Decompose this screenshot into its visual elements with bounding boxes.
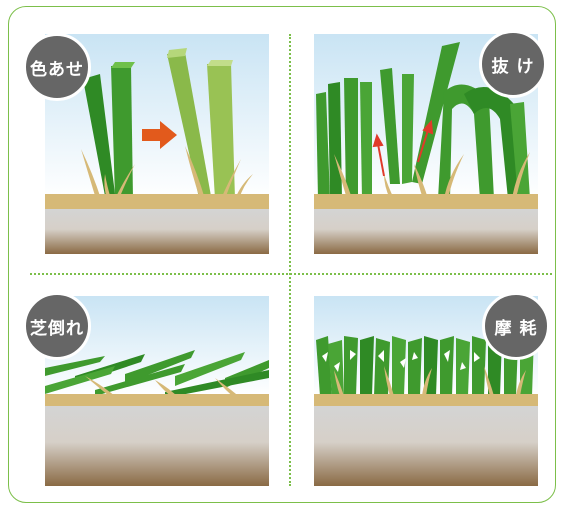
soil-layer [45, 209, 269, 254]
thatch [85, 376, 241, 398]
grass-blades [316, 42, 530, 199]
label-wear-badge: 摩 耗 [482, 292, 550, 360]
arrow-up-icon [372, 133, 385, 177]
thatch-base [45, 194, 269, 209]
label-matting-badge: 芝倒れ [23, 292, 91, 360]
soil-layer [45, 406, 269, 486]
faded-grass-blades [167, 48, 235, 199]
thatch-left [81, 149, 135, 199]
label-fading-badge: 色あせ [23, 33, 91, 101]
thatch-right [185, 146, 253, 199]
thatch-base [45, 394, 269, 406]
flattened-grass-blades [45, 350, 269, 398]
panel-fading [45, 34, 269, 254]
diagram-frame [8, 6, 556, 503]
arrow-up-icon [417, 119, 434, 163]
thatch [334, 152, 530, 199]
label-pulling-out-badge: 抜 け [479, 30, 547, 98]
soil-layer [314, 406, 538, 486]
arrow-right-icon [142, 121, 177, 149]
thatch-base [314, 194, 538, 209]
green-grass-blades [83, 62, 135, 199]
vertical-divider [289, 34, 291, 486]
thatch [334, 366, 526, 396]
horizontal-divider [30, 273, 552, 275]
thatch-base [314, 394, 538, 406]
soil-layer [314, 209, 538, 254]
panel-pulling-out [314, 34, 538, 254]
